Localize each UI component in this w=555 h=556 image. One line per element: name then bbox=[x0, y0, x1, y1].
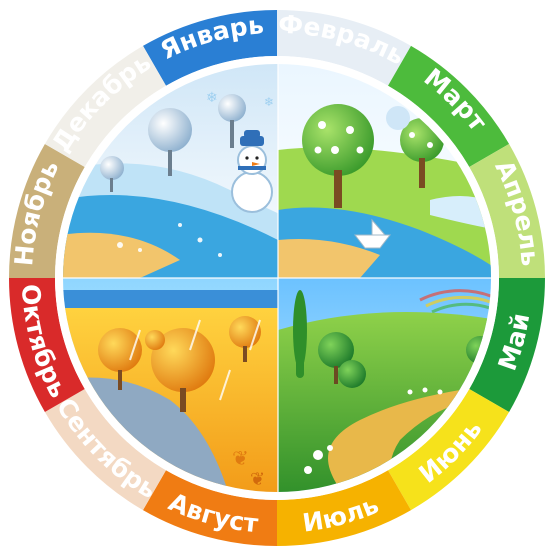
month-segment bbox=[469, 144, 545, 278]
tree-icon bbox=[302, 104, 374, 176]
rainbow-icon bbox=[419, 289, 491, 302]
month-segment bbox=[44, 45, 166, 167]
snowflake-icon: ❄ bbox=[264, 95, 274, 109]
tree-icon bbox=[148, 108, 192, 152]
month-segment bbox=[277, 10, 411, 86]
month-segment bbox=[277, 470, 411, 546]
month-segment bbox=[143, 470, 277, 546]
leaf-icon: ❦ bbox=[250, 469, 265, 490]
path bbox=[328, 390, 470, 492]
snowflake-icon: ❄ bbox=[206, 90, 218, 106]
month-segment bbox=[469, 278, 545, 412]
tree-icon bbox=[151, 328, 215, 392]
leaf-icon: ❦ bbox=[232, 446, 249, 470]
month-ring bbox=[9, 10, 545, 546]
month-segment bbox=[44, 389, 166, 511]
tree-icon bbox=[218, 94, 246, 122]
month-segment bbox=[388, 389, 510, 511]
tree-icon bbox=[98, 328, 142, 372]
month-segment bbox=[9, 144, 85, 278]
tree-icon bbox=[318, 332, 354, 368]
spring-scene bbox=[278, 64, 491, 278]
month-segment bbox=[9, 278, 85, 412]
month-segment bbox=[388, 45, 510, 167]
snowman-icon bbox=[231, 130, 273, 213]
month-segment bbox=[143, 10, 277, 86]
